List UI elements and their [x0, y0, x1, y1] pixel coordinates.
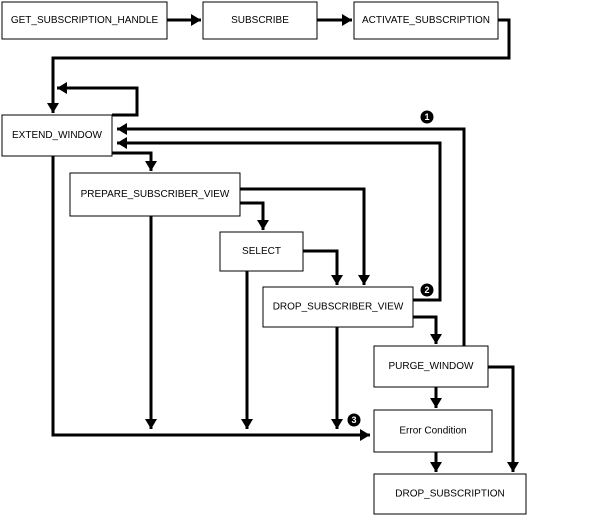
node-label-subscribe: SUBSCRIBE	[231, 15, 289, 26]
edge-purge-window-to-drop-subscription	[488, 365, 519, 472]
edge-extend-window-to-prepare-view	[112, 151, 157, 171]
node-get-subscription-handle: GET_SUBSCRIPTION_HANDLE	[1, 1, 168, 40]
node-extend-window: EXTEND_WINDOW	[1, 114, 113, 157]
edges	[47, 14, 519, 472]
node-label-activate-subscription: ACTIVATE_SUBSCRIPTION	[362, 15, 490, 26]
edge-extend-window-self-loop	[57, 82, 139, 117]
node-drop-subscriber-view: DROP_SUBSCRIBER_VIEW	[262, 286, 414, 328]
node-select: SELECT	[219, 231, 304, 272]
node-label-error-condition: Error Condition	[399, 426, 466, 437]
node-activate-subscription: ACTIVATE_SUBSCRIPTION	[353, 1, 499, 40]
marker-3-label: 3	[351, 415, 356, 425]
node-label-drop-subscription: DROP_SUBSCRIPTION	[395, 489, 504, 500]
node-prepare-subscriber-view: PREPARE_SUBSCRIBER_VIEW	[69, 172, 241, 217]
node-label-select: SELECT	[242, 246, 281, 257]
node-error-condition: Error Condition	[373, 409, 493, 453]
node-label-drop-subscriber-view: DROP_SUBSCRIBER_VIEW	[273, 302, 404, 313]
edge-purge-window-loop-to-extend-window	[117, 123, 466, 346]
node-label-prepare-subscriber-view: PREPARE_SUBSCRIBER_VIEW	[81, 189, 230, 200]
marker-1-label: 1	[424, 112, 429, 122]
node-label-purge-window: PURGE_WINDOW	[389, 361, 475, 372]
node-label-get-subscription-handle: GET_SUBSCRIPTION_HANDLE	[11, 15, 159, 26]
edge-prepare-view-to-select	[240, 201, 269, 230]
edge-select-to-drop-view	[303, 249, 343, 285]
marker-2-label: 2	[424, 285, 429, 295]
edge-activate-to-extend-window	[47, 18, 511, 113]
edge-extend-window-to-error	[51, 156, 370, 441]
node-label-extend-window: EXTEND_WINDOW	[12, 130, 103, 141]
marker-2: 2	[420, 283, 434, 297]
edge-drop-view-to-purge-window	[413, 315, 442, 344]
edge-drop-view-loop-to-extend-window	[117, 137, 442, 302]
edge-prepare-view-to-drop-view	[240, 187, 370, 285]
marker-3: 3	[347, 413, 361, 427]
marker-1: 1	[420, 110, 434, 124]
node-drop-subscription: DROP_SUBSCRIPTION	[373, 473, 527, 515]
node-subscribe: SUBSCRIBE	[202, 1, 318, 40]
node-purge-window: PURGE_WINDOW	[373, 345, 489, 388]
